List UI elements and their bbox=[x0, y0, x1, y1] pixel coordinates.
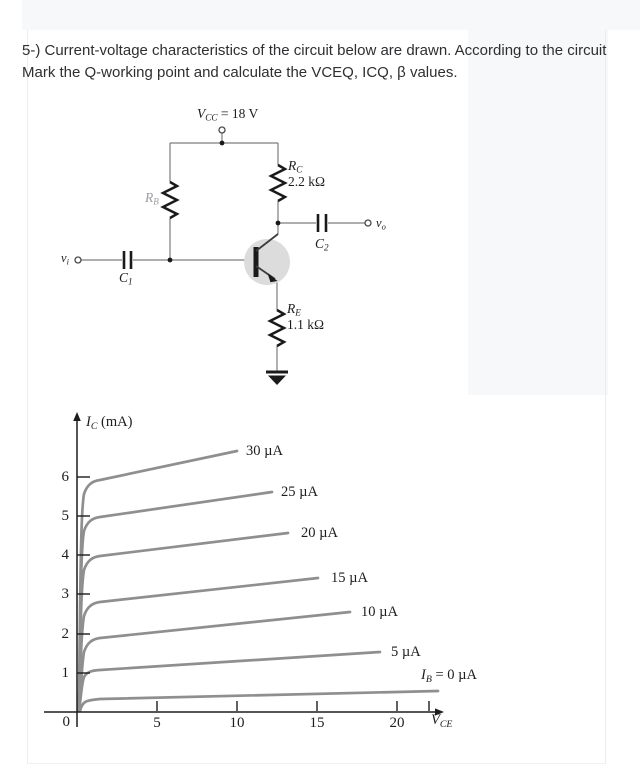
x-tick-label: 20 bbox=[389, 715, 405, 731]
re-label: RE bbox=[287, 301, 301, 318]
x-tick-label: 10 bbox=[229, 715, 245, 731]
x-tick-label: 15 bbox=[309, 715, 325, 731]
vo-terminal bbox=[364, 219, 372, 227]
resistor-re bbox=[267, 308, 287, 348]
curve-label-15ua: 15 µA bbox=[331, 570, 368, 586]
curve-ib-30ua bbox=[77, 449, 239, 713]
ground-icon bbox=[266, 370, 288, 385]
rc-value: 2.2 kΩ bbox=[288, 174, 326, 189]
y-tick-label: 5 bbox=[61, 508, 70, 524]
x-tick-label: 5 bbox=[153, 715, 161, 731]
junction-dot bbox=[167, 257, 173, 263]
curve-ib-5ua bbox=[77, 650, 382, 713]
circuit-diagram bbox=[74, 126, 372, 385]
transistor-body bbox=[244, 239, 290, 285]
vo-label: vo bbox=[376, 216, 386, 232]
junction-dot bbox=[275, 220, 281, 226]
card-left-border bbox=[27, 30, 28, 763]
junction-dot bbox=[219, 140, 225, 146]
vcc-label: VCC = 18 V bbox=[197, 106, 259, 123]
figure-background-block bbox=[468, 30, 608, 395]
rc-label: RC bbox=[288, 158, 303, 175]
re-value: 1.1 kΩ bbox=[287, 317, 325, 332]
y-tick-label: 4 bbox=[61, 547, 70, 563]
vi-label: vi bbox=[61, 251, 69, 267]
page-top-strip bbox=[22, 0, 640, 30]
c2-label: C2 bbox=[315, 236, 329, 253]
emitter-arrow-icon bbox=[267, 273, 278, 283]
y-tick-label: 3 bbox=[61, 586, 70, 602]
curve-label-20ua: 20 µA bbox=[301, 525, 338, 541]
vce-axis-label: VCE bbox=[431, 712, 453, 730]
curve-label-5ua: 5 µA bbox=[391, 644, 421, 660]
y-axis-arrow-icon bbox=[73, 412, 81, 421]
card-bottom-border bbox=[27, 763, 606, 764]
question-text: 5-) Current-voltage characteristics of t… bbox=[22, 42, 607, 81]
vcc-terminal bbox=[218, 126, 226, 134]
curve-label-25ua: 25 µA bbox=[281, 484, 318, 500]
curve-ib-15ua bbox=[77, 576, 320, 713]
card-right-border bbox=[605, 30, 606, 763]
c1-label: C1 bbox=[119, 270, 133, 287]
y-tick-label: 6 bbox=[61, 469, 70, 485]
ic-axis-label: IC (mA) bbox=[86, 414, 133, 432]
vi-terminal bbox=[74, 256, 82, 264]
curve-label-10ua: 10 µA bbox=[361, 604, 398, 620]
x-axis-arrow-icon bbox=[435, 708, 444, 716]
resistor-rb bbox=[160, 180, 180, 220]
transistor-collector-lead bbox=[255, 233, 279, 252]
y-tick-label: 2 bbox=[61, 626, 70, 642]
origin-label: 0 bbox=[62, 714, 71, 730]
curve-label-30ua: 30 µA bbox=[246, 443, 283, 459]
characteristics-chart bbox=[44, 412, 444, 727]
rb-label: RB bbox=[145, 190, 159, 207]
y-tick-label: 1 bbox=[61, 665, 70, 681]
curve-label-ib0: IB = 0 µA bbox=[421, 667, 477, 685]
curve-ib-0ua bbox=[78, 689, 440, 713]
resistor-rc bbox=[268, 163, 288, 203]
